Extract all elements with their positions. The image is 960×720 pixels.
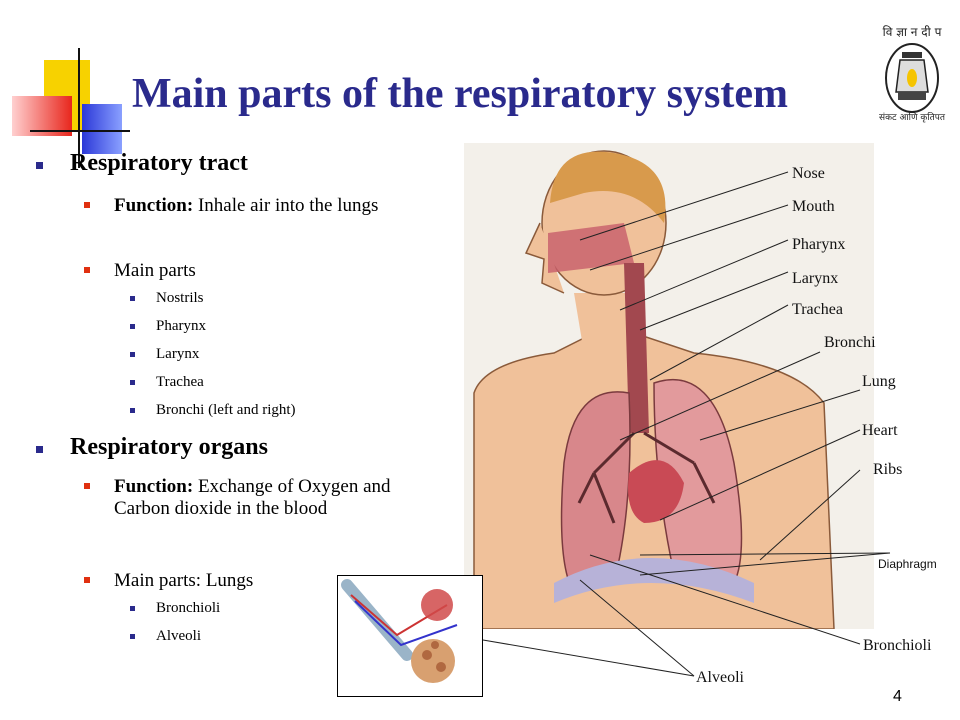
section-heading-respiratory-tract: Respiratory tract xyxy=(36,150,248,177)
label-bronchi: Bronchi xyxy=(824,334,876,351)
list-item: Bronchi (left and right) xyxy=(130,402,296,419)
main-parts-label: Main parts: Lungs xyxy=(114,570,254,591)
label-larynx: Larynx xyxy=(792,270,839,287)
list-item: Pharynx xyxy=(130,318,206,335)
list-item-text: Bronchioli xyxy=(156,600,221,616)
bullet-icon xyxy=(130,380,135,385)
bullet-icon xyxy=(130,296,135,301)
deco-blue-square xyxy=(82,104,122,154)
page-title: Main parts of the respiratory system xyxy=(132,71,788,117)
bullet-icon xyxy=(130,324,135,329)
deco-horizontal-line xyxy=(30,130,130,132)
label-ribs: Ribs xyxy=(873,461,903,478)
bullet-icon xyxy=(84,267,90,273)
section-heading-text: Respiratory organs xyxy=(70,434,268,460)
bullet-icon xyxy=(130,606,135,611)
section-heading-respiratory-organs: Respiratory organs xyxy=(36,434,268,461)
label-diaphragm: Diaphragm xyxy=(878,557,937,571)
function-label: Function: xyxy=(114,195,194,216)
function-text: Exchange of Oxygen and Carbon dioxide in… xyxy=(114,476,391,519)
deco-vertical-line xyxy=(78,48,80,168)
function-text: Inhale air into the lungs xyxy=(197,195,379,216)
list-item-text: Bronchi (left and right) xyxy=(156,402,296,418)
bullet-icon xyxy=(130,352,135,357)
function-item-organs: Function: Exchange of Oxygen and Carbon … xyxy=(84,476,424,520)
list-item: Bronchioli xyxy=(130,600,220,617)
label-bronchioli: Bronchioli xyxy=(863,637,932,654)
label-mouth: Mouth xyxy=(792,198,835,215)
list-item: Trachea xyxy=(130,374,204,391)
label-lung: Lung xyxy=(862,373,896,390)
list-item-text: Nostrils xyxy=(156,290,204,306)
function-item-tract: Function: Inhale air into the lungs xyxy=(84,195,424,217)
label-pharynx: Pharynx xyxy=(792,236,846,253)
main-parts-item-tract: Main parts xyxy=(84,260,424,282)
bullet-icon xyxy=(84,202,90,208)
function-label: Function: xyxy=(114,476,194,497)
list-item: Alveoli xyxy=(130,628,201,645)
bullet-icon xyxy=(84,577,90,583)
label-nose: Nose xyxy=(792,165,825,182)
svg-text:वि ज्ञा न दी प: वि ज्ञा न दी प xyxy=(883,25,942,39)
page-number: 4 xyxy=(893,688,902,705)
deco-red-square xyxy=(12,96,72,136)
bullet-icon xyxy=(130,408,135,413)
bullet-icon xyxy=(130,634,135,639)
main-parts-item-organs: Main parts: Lungs xyxy=(84,570,424,592)
label-alveoli: Alveoli xyxy=(696,669,744,686)
label-heart: Heart xyxy=(862,422,898,439)
list-item-text: Trachea xyxy=(156,374,204,390)
bullet-icon xyxy=(84,483,90,489)
main-parts-label: Main parts xyxy=(114,260,196,281)
list-item-text: Pharynx xyxy=(156,318,206,334)
list-item: Nostrils xyxy=(130,290,204,307)
section-heading-text: Respiratory tract xyxy=(70,150,248,176)
list-item-text: Alveoli xyxy=(156,628,201,644)
respiratory-system-illustration xyxy=(464,143,874,629)
alveoli-inset-illustration xyxy=(337,575,483,697)
list-item-text: Larynx xyxy=(156,346,200,362)
lantern-logo: वि ज्ञा न दी प संकट आणि कृतिपत xyxy=(879,25,946,123)
list-item: Larynx xyxy=(130,346,199,363)
label-trachea: Trachea xyxy=(792,301,843,318)
svg-text:संकट आणि कृतिपत: संकट आणि कृतिपत xyxy=(879,111,946,123)
